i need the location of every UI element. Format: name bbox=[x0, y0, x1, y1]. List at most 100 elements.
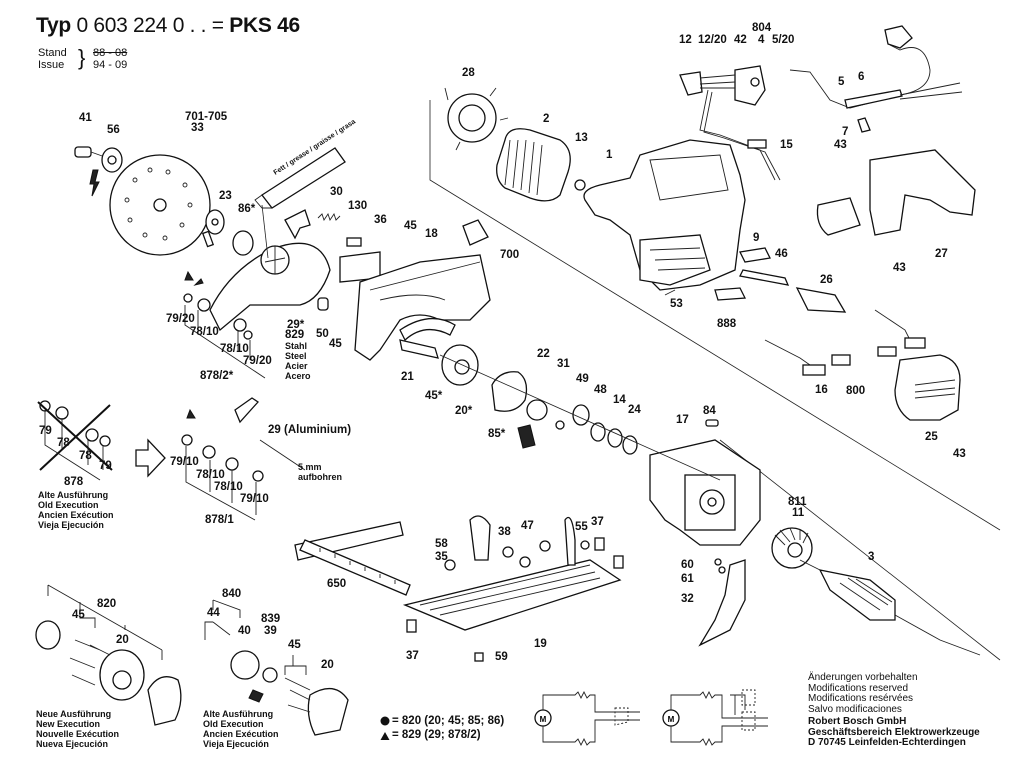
part-label: 5 bbox=[838, 76, 845, 88]
note-es: Nueva Ejecución bbox=[36, 739, 109, 749]
stud-37-part bbox=[594, 537, 605, 551]
part-label: 11 bbox=[792, 507, 805, 519]
title-prefix: Typ bbox=[36, 14, 71, 37]
part-label: 15 bbox=[780, 139, 793, 151]
hex-key-part bbox=[739, 269, 790, 286]
bearing-49-part bbox=[572, 404, 590, 426]
part-label: 13 bbox=[575, 132, 588, 144]
ring-part bbox=[232, 230, 254, 256]
brush-cover-part bbox=[795, 287, 847, 313]
modifications-en: Modifications reserved bbox=[808, 682, 909, 694]
power-cord-part bbox=[789, 25, 963, 133]
part-label: 839 bbox=[261, 613, 281, 625]
pin-31-part bbox=[555, 420, 565, 430]
company-name: Robert Bosch GmbH bbox=[808, 716, 907, 727]
part-label: 14 bbox=[613, 394, 626, 406]
part-label: 49 bbox=[576, 373, 589, 385]
part-label: 701-705 bbox=[185, 111, 228, 123]
drill-size: 5 mm bbox=[298, 462, 322, 472]
part-label: 38 bbox=[498, 526, 511, 538]
part-label: 3 bbox=[868, 551, 875, 563]
note-de: Alte Ausführung bbox=[203, 709, 274, 719]
part-label: 20 bbox=[321, 659, 334, 671]
part-label: 79/20 bbox=[166, 313, 195, 325]
part-label: 86* bbox=[238, 203, 256, 215]
spindle-part bbox=[399, 339, 439, 359]
stand-label: Stand bbox=[38, 47, 67, 59]
part-label: 50 bbox=[316, 328, 329, 340]
stud-37c-part bbox=[406, 619, 417, 633]
new-execution-flange-assembly bbox=[35, 584, 182, 726]
part-label: 79/10 bbox=[240, 493, 269, 505]
screw-47b-part bbox=[539, 540, 551, 552]
part-label: 25 bbox=[925, 431, 938, 443]
bolt-washer-part bbox=[74, 146, 123, 197]
part-label: 46 bbox=[775, 248, 788, 260]
part-label: 878/1 bbox=[205, 514, 234, 526]
part-label: 829 bbox=[285, 329, 305, 341]
part-label: 42 bbox=[734, 34, 747, 46]
brush-part-dark bbox=[517, 424, 536, 449]
part-label: 1 bbox=[606, 149, 613, 161]
part-label: 6 bbox=[858, 71, 865, 83]
new-execution-note: Neue Ausführung New Execution Nouvelle E… bbox=[36, 709, 119, 749]
part-label: 700 bbox=[500, 249, 520, 261]
part-label: 20* bbox=[455, 405, 473, 417]
nut-part bbox=[574, 179, 586, 191]
part-label: 45 bbox=[72, 609, 85, 621]
part-label: 35 bbox=[435, 551, 448, 563]
material-es: Acero bbox=[285, 371, 311, 381]
handle-part bbox=[816, 149, 976, 236]
company-address: D 70745 Leinfelden-Echterdingen bbox=[808, 737, 966, 748]
motor-housing-part bbox=[354, 254, 491, 361]
assembly-axis-line-lower bbox=[719, 439, 1001, 661]
part-label: 79/10 bbox=[170, 456, 199, 468]
gear-housing-cover-part bbox=[894, 354, 961, 421]
label-130-part bbox=[346, 237, 362, 247]
part-label: 43 bbox=[893, 262, 906, 274]
bevel-gear-part bbox=[771, 527, 813, 569]
part-label: 650 bbox=[327, 578, 347, 590]
field-coil-part bbox=[496, 128, 571, 202]
parallel-guide-part bbox=[294, 521, 411, 596]
part-label: 41 bbox=[79, 112, 92, 124]
diagram-title: Typ 0 603 224 0 . . = PKS 46 bbox=[36, 14, 300, 38]
part-label: 85* bbox=[488, 428, 506, 440]
part-label: 44 bbox=[207, 607, 220, 619]
switch-part bbox=[679, 65, 781, 181]
part-label: 17 bbox=[676, 414, 689, 426]
drill-note: 5 mm aufbohren bbox=[298, 462, 342, 482]
part-label: 878 bbox=[64, 476, 84, 488]
part-label: 878/2* bbox=[200, 370, 234, 382]
saw-blade-part bbox=[109, 154, 211, 256]
stand-value: 88 - 08 bbox=[93, 47, 128, 59]
label-84-part bbox=[705, 419, 719, 427]
part-label: 811 bbox=[788, 496, 807, 508]
gear-22-part bbox=[526, 399, 548, 421]
screw-79-part bbox=[183, 293, 193, 303]
label-888-part bbox=[714, 287, 747, 301]
old-execution-note-b: Alte Ausführung Old Execution Ancien Exé… bbox=[203, 709, 279, 749]
part-label: 23 bbox=[219, 190, 232, 202]
screw-53-part bbox=[664, 289, 676, 296]
part-label: 78/10 bbox=[220, 343, 249, 355]
part-label: 58 bbox=[435, 538, 448, 550]
material-fr: Acier bbox=[285, 361, 308, 371]
part-label: 40 bbox=[238, 625, 251, 637]
brace: } bbox=[78, 45, 86, 70]
note-en: Old Execution bbox=[203, 719, 264, 729]
main-housing-part bbox=[583, 139, 746, 291]
note-fr: Ancien Exécution bbox=[38, 510, 114, 520]
part-label: 45 bbox=[288, 639, 301, 651]
part-label: 4 bbox=[758, 34, 765, 46]
ring-24-part bbox=[622, 435, 638, 455]
part-label: 45 bbox=[404, 220, 417, 232]
old-execution-crossed-assembly bbox=[37, 400, 113, 481]
modifications-fr: Modifications resérvées bbox=[808, 693, 914, 704]
stud-37b-part bbox=[613, 555, 624, 569]
part-label: 31 bbox=[557, 358, 570, 370]
screw-47-part bbox=[519, 556, 531, 568]
part-label: 79 bbox=[39, 425, 52, 437]
